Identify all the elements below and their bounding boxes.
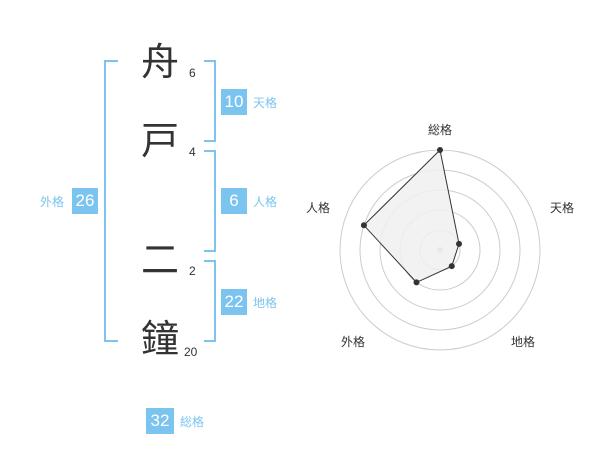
gaikaku-bracket: [104, 60, 118, 342]
soukaku-label: 総格: [180, 415, 205, 429]
radar-point-0: [437, 147, 443, 153]
radar-axis-label-soukaku: 総格: [428, 123, 453, 137]
radar-axis-label-gaikaku: 外格: [341, 335, 366, 349]
gaikaku-label: 外格: [40, 195, 65, 209]
radar-point-1: [456, 240, 463, 247]
name-char-1: 舟: [140, 40, 179, 84]
tenkaku-label: 天格: [253, 96, 278, 110]
jinkaku-bracket: [204, 150, 216, 252]
name-char-4: 鐘: [140, 317, 179, 361]
stroke-count-4: 20: [184, 345, 198, 359]
radar-point-4: [360, 222, 367, 229]
radar-point-2: [448, 263, 455, 270]
tenkaku-value-badge: 10: [221, 89, 247, 115]
tenkaku-bracket: [204, 60, 216, 142]
chikaku-label: 地格: [253, 296, 278, 310]
radar-axis-label-jinkaku: 人格: [306, 201, 331, 215]
gaikaku-value-badge: 26: [72, 188, 98, 214]
chikaku-bracket: [204, 260, 216, 342]
radar-point-3: [413, 279, 420, 286]
name-char-2: 戸: [140, 119, 179, 163]
stroke-count-2: 4: [189, 145, 196, 159]
stroke-count-1: 6: [189, 66, 196, 80]
jinkaku-label: 人格: [253, 195, 278, 209]
jinkaku-value-badge: 6: [221, 188, 247, 214]
chikaku-value-badge: 22: [221, 289, 247, 315]
radar-axis-label-tenkaku: 天格: [550, 201, 575, 215]
soukaku-value-badge: 32: [146, 408, 174, 434]
radar-series: [360, 147, 463, 286]
name-char-3: 二: [140, 238, 179, 282]
radar-axis-label-chikaku: 地格: [511, 335, 536, 349]
stroke-count-3: 2: [189, 264, 196, 278]
radar-polygon: [363, 148, 460, 284]
